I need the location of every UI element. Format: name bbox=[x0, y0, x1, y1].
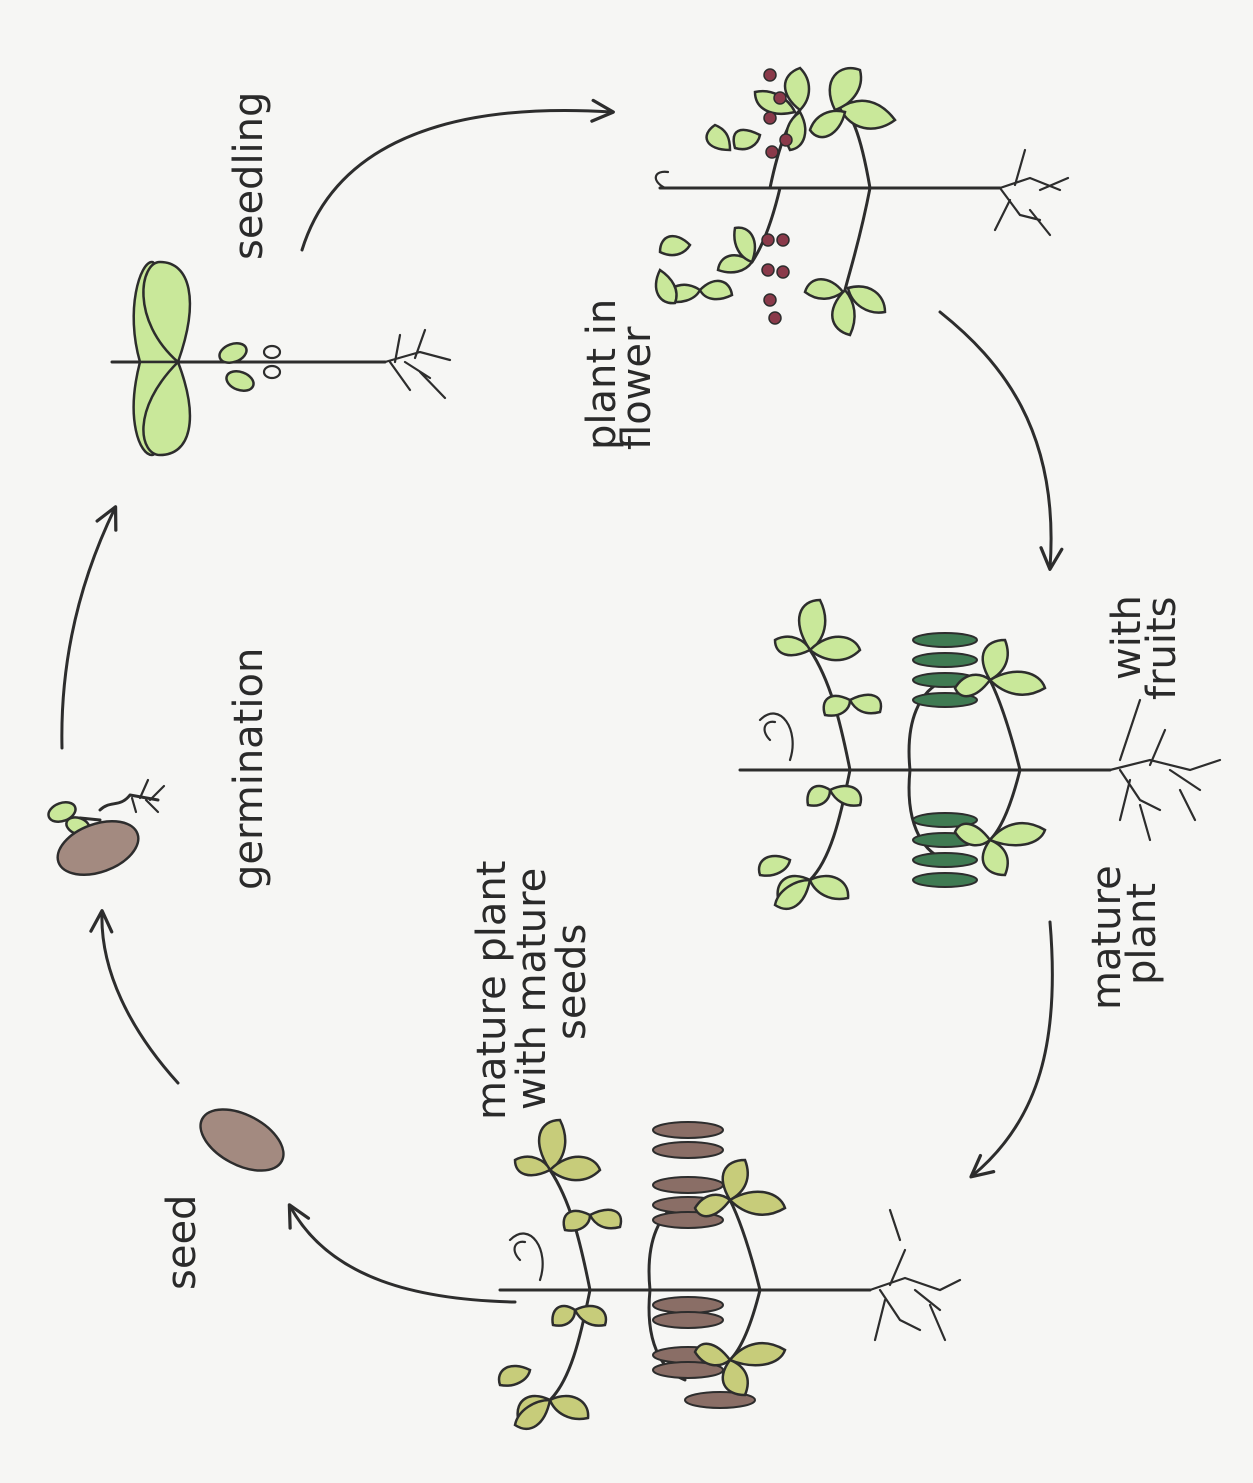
green-pods bbox=[913, 633, 977, 887]
arrow-fruits-to-seeds bbox=[972, 922, 1052, 1176]
arrow-seedling-to-flower bbox=[302, 110, 612, 250]
germinating-seed bbox=[50, 811, 145, 885]
label-seeds-line3: seeds bbox=[549, 924, 595, 1040]
fruit-plant-leaves bbox=[759, 600, 1045, 909]
seedling-illustration bbox=[112, 262, 450, 455]
arrow-germination-to-seedling bbox=[62, 508, 115, 748]
arrow-seeds-to-seed bbox=[290, 1206, 515, 1302]
seeding-plant-illustration bbox=[499, 1120, 960, 1429]
arrow-flower-to-fruits bbox=[940, 312, 1051, 568]
seed-illustration bbox=[191, 1097, 294, 1183]
label-seed: seed bbox=[159, 1195, 205, 1290]
label-fruits-line2: plant bbox=[1119, 883, 1165, 985]
germination-illustration bbox=[46, 780, 164, 885]
label-flower-line2: flower bbox=[614, 326, 660, 450]
flowering-plant-illustration bbox=[656, 68, 1068, 335]
arrow-seed-to-germination bbox=[102, 912, 178, 1083]
label-germination: germination bbox=[226, 648, 272, 890]
label-seedling: seedling bbox=[226, 92, 272, 260]
seed-bean bbox=[191, 1097, 294, 1183]
label-fruits-line4: fruits bbox=[1139, 596, 1185, 700]
